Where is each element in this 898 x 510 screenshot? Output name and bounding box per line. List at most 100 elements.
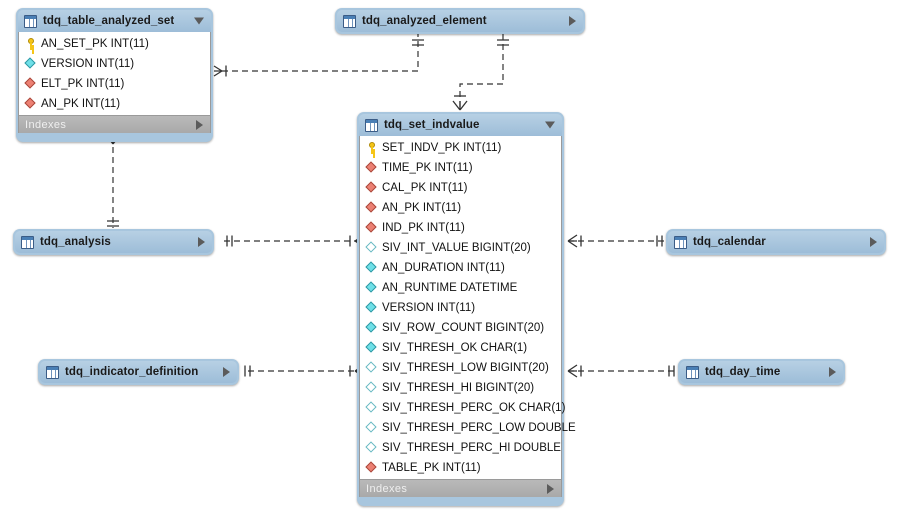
table-header-tdq_day_time[interactable]: tdq_day_time: [680, 361, 843, 383]
table-icon: [343, 14, 356, 28]
column-row[interactable]: SIV_THRESH_PERC_HI DOUBLE: [360, 438, 561, 458]
diamond-icon: [366, 322, 378, 334]
table-name: tdq_indicator_definition: [65, 366, 199, 378]
diamond-icon: [366, 402, 378, 414]
table-tdq_calendar[interactable]: tdq_calendar: [666, 229, 886, 255]
table-icon: [365, 118, 378, 132]
column-row[interactable]: AN_SET_PK INT(11): [19, 34, 210, 54]
column-row[interactable]: SET_INDV_PK INT(11): [360, 138, 561, 158]
column-row[interactable]: SIV_THRESH_LOW BIGINT(20): [360, 358, 561, 378]
table-footer: [359, 497, 562, 504]
chevron-right-icon[interactable]: [196, 119, 203, 130]
column-label: SIV_THRESH_PERC_OK CHAR(1): [382, 402, 566, 414]
table-footer: [18, 133, 211, 140]
table-tdq_analyzed_element[interactable]: tdq_analyzed_element: [335, 8, 585, 34]
column-label: VERSION INT(11): [382, 302, 476, 314]
column-row[interactable]: SIV_THRESH_OK CHAR(1): [360, 338, 561, 358]
table-header-tdq_table_analyzed_set[interactable]: tdq_table_analyzed_set: [18, 10, 211, 32]
table-icon: [24, 14, 37, 28]
chevron-right-icon[interactable]: [829, 367, 836, 377]
column-label: AN_PK INT(11): [41, 98, 121, 110]
column-row[interactable]: VERSION INT(11): [360, 298, 561, 318]
table-icon: [46, 365, 59, 379]
column-label: TABLE_PK INT(11): [382, 462, 481, 474]
table-header-tdq_indicator_definition[interactable]: tdq_indicator_definition: [40, 361, 237, 383]
column-label: SIV_INT_VALUE BIGINT(20): [382, 242, 531, 254]
table-name: tdq_calendar: [693, 236, 766, 248]
table-header-tdq_calendar[interactable]: tdq_calendar: [668, 231, 884, 253]
column-label: SIV_THRESH_PERC_HI DOUBLE: [382, 442, 561, 454]
column-label: SIV_ROW_COUNT BIGINT(20): [382, 322, 545, 334]
column-label: SIV_THRESH_OK CHAR(1): [382, 342, 528, 354]
chevron-right-icon[interactable]: [569, 16, 576, 26]
chevron-right-icon[interactable]: [870, 237, 877, 247]
table-name: tdq_analysis: [40, 236, 111, 248]
diamond-icon: [366, 382, 378, 394]
column-row[interactable]: TIME_PK INT(11): [360, 158, 561, 178]
column-label: AN_PK INT(11): [382, 202, 462, 214]
chevron-right-icon[interactable]: [223, 367, 230, 377]
column-row[interactable]: SIV_ROW_COUNT BIGINT(20): [360, 318, 561, 338]
column-row[interactable]: IND_PK INT(11): [360, 218, 561, 238]
column-row[interactable]: SIV_THRESH_PERC_LOW DOUBLE: [360, 418, 576, 438]
column-row[interactable]: VERSION INT(11): [19, 54, 210, 74]
diamond-icon: [25, 98, 37, 110]
indexes-bar-tdq_table_analyzed_set[interactable]: Indexes: [18, 115, 211, 133]
column-label: AN_RUNTIME DATETIME: [382, 282, 518, 294]
column-row[interactable]: AN_DURATION INT(11): [360, 258, 561, 278]
table-header-tdq_analyzed_element[interactable]: tdq_analyzed_element: [337, 10, 583, 32]
diamond-icon: [366, 262, 378, 274]
table-name: tdq_set_indvalue: [384, 119, 480, 131]
column-row[interactable]: ELT_PK INT(11): [19, 74, 210, 94]
column-row[interactable]: SIV_THRESH_HI BIGINT(20): [360, 378, 561, 398]
diamond-icon: [366, 202, 378, 214]
indexes-label: Indexes: [366, 482, 408, 495]
chevron-down-icon[interactable]: [545, 121, 555, 129]
diamond-icon: [366, 182, 378, 194]
column-label: ELT_PK INT(11): [41, 78, 125, 90]
table-tdq_indicator_definition[interactable]: tdq_indicator_definition: [38, 359, 239, 385]
column-label: AN_DURATION INT(11): [382, 262, 505, 274]
column-row[interactable]: SIV_THRESH_PERC_OK CHAR(1): [360, 398, 565, 418]
table-name: tdq_table_analyzed_set: [43, 15, 175, 27]
rel-analyzedelement-setindvalue: [459, 34, 504, 110]
column-row[interactable]: AN_PK INT(11): [19, 94, 210, 114]
chevron-right-icon[interactable]: [547, 483, 554, 494]
table-tdq_analysis[interactable]: tdq_analysis: [13, 229, 214, 255]
column-label: SIV_THRESH_PERC_LOW DOUBLE: [382, 422, 576, 434]
table-name: tdq_day_time: [705, 366, 781, 378]
table-columns-tdq_set_indvalue: SET_INDV_PK INT(11) TIME_PK INT(11) CAL_PK…: [359, 136, 576, 479]
diamond-icon: [366, 342, 378, 354]
table-icon: [21, 235, 34, 249]
column-label: SET_INDV_PK INT(11): [382, 142, 502, 154]
column-row[interactable]: AN_RUNTIME DATETIME: [360, 278, 561, 298]
column-row[interactable]: TABLE_PK INT(11): [360, 458, 561, 478]
table-header-tdq_set_indvalue[interactable]: tdq_set_indvalue: [359, 114, 562, 136]
diamond-icon: [366, 162, 378, 174]
chevron-down-icon[interactable]: [194, 17, 204, 25]
column-row[interactable]: SIV_INT_VALUE BIGINT(20): [360, 238, 561, 258]
indexes-label: Indexes: [25, 118, 67, 131]
diamond-icon: [366, 442, 378, 454]
diamond-icon: [366, 302, 378, 314]
diamond-icon: [366, 222, 378, 234]
column-label: TIME_PK INT(11): [382, 162, 473, 174]
column-label: CAL_PK INT(11): [382, 182, 468, 194]
column-label: VERSION INT(11): [41, 58, 135, 70]
chevron-right-icon[interactable]: [198, 237, 205, 247]
key-icon: [25, 38, 37, 50]
table-tdq_day_time[interactable]: tdq_day_time: [678, 359, 845, 385]
column-row[interactable]: CAL_PK INT(11): [360, 178, 561, 198]
key-icon: [366, 142, 378, 154]
table-header-tdq_analysis[interactable]: tdq_analysis: [15, 231, 212, 253]
table-columns-tdq_table_analyzed_set: AN_SET_PK INT(11) VERSION INT(11) ELT_PK I…: [18, 32, 211, 115]
column-label: AN_SET_PK INT(11): [41, 38, 149, 50]
table-icon: [686, 365, 699, 379]
column-row[interactable]: AN_PK INT(11): [360, 198, 561, 218]
indexes-bar-tdq_set_indvalue[interactable]: Indexes: [359, 479, 562, 497]
table-icon: [674, 235, 687, 249]
diamond-icon: [366, 422, 378, 434]
